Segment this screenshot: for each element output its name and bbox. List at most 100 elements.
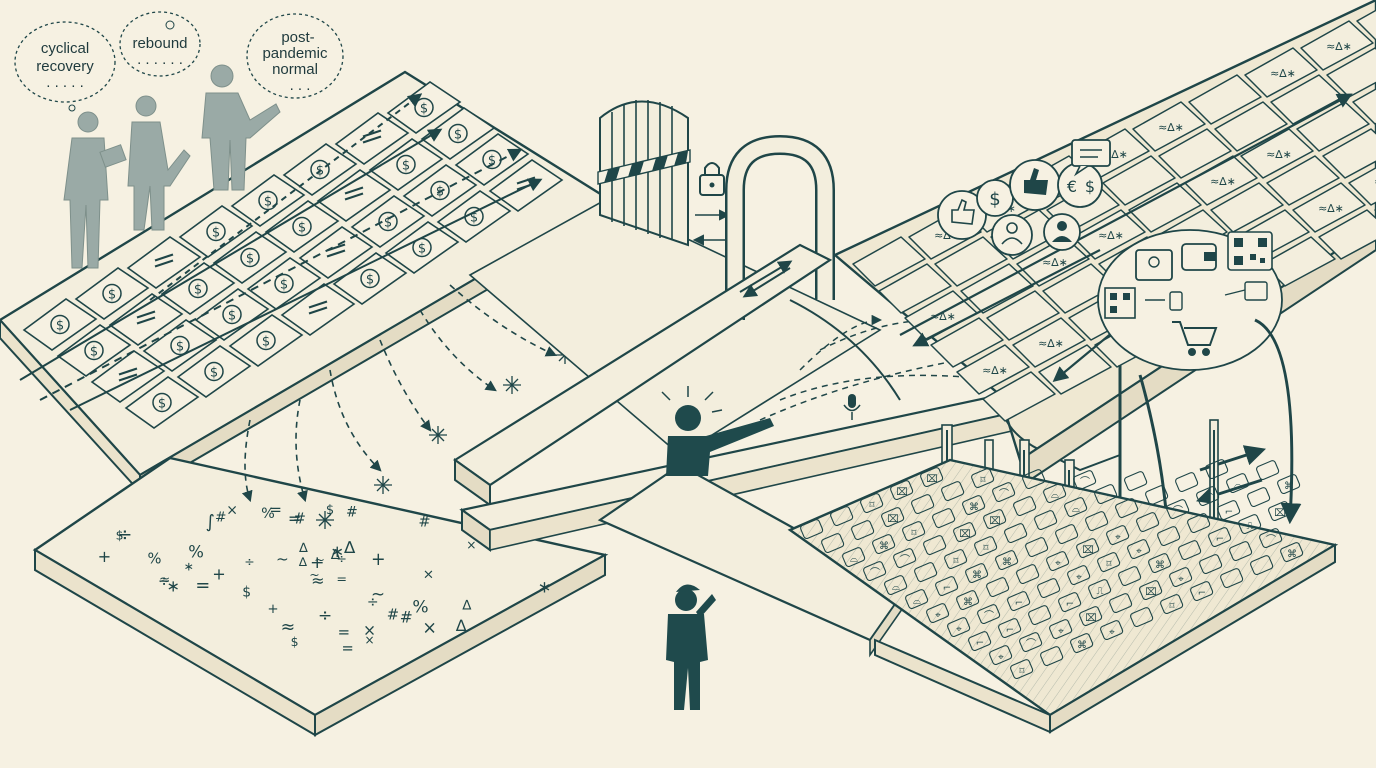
- dollar-tile: [22, 298, 98, 351]
- svg-text:∆: ∆: [461, 599, 471, 614]
- dollar-icon: [84, 340, 104, 361]
- bubble-line-3: normal: [272, 61, 318, 78]
- svg-text:≈: ≈: [311, 571, 324, 590]
- svg-text:#: #: [387, 606, 399, 623]
- svg-text:⌖: ⌖: [1076, 572, 1082, 583]
- svg-text:⌑: ⌑: [1169, 601, 1175, 612]
- svg-text:⌑: ⌑: [1019, 666, 1025, 677]
- svg-text:≈∆∗: ≈∆∗: [930, 310, 956, 323]
- svg-text:⌓: ⌓: [1234, 480, 1242, 491]
- svg-text:$: $: [366, 273, 374, 288]
- svg-text:⌓: ⌓: [913, 596, 921, 607]
- svg-text:⌓: ⌓: [1072, 504, 1080, 515]
- svg-text:÷: ÷: [336, 551, 347, 566]
- svg-text:⌐: ⌐: [1198, 588, 1206, 599]
- social-icon-cluster: $ € $: [937, 139, 1111, 256]
- svg-text:+: +: [98, 547, 112, 566]
- svg-text:⌐: ⌐: [1225, 507, 1233, 518]
- dollar-tile: [212, 231, 288, 284]
- svg-text:≈: ≈: [159, 573, 170, 588]
- svg-text:⌐: ⌐: [976, 638, 984, 649]
- svg-text:∆: ∆: [343, 538, 356, 557]
- svg-text:$: $: [470, 211, 478, 226]
- dollar-icon: [204, 361, 224, 382]
- svg-text:⌘: ⌘: [1077, 640, 1087, 651]
- svg-text:⌖: ⌖: [1109, 627, 1115, 638]
- svg-text:$: $: [264, 195, 272, 210]
- svg-text:⌓: ⌓: [892, 582, 900, 593]
- svg-text:~: ~: [371, 583, 385, 603]
- dollar-tile: [402, 164, 478, 217]
- commentator-with-tablet: [63, 111, 127, 269]
- svg-text:#: #: [418, 514, 430, 531]
- thumbs-up-icon: [951, 198, 975, 225]
- dollar-tile: [124, 376, 200, 429]
- horseshoe-arch: [725, 134, 835, 320]
- dollar-tile: [332, 252, 408, 305]
- svg-text:⌐: ⌐: [943, 583, 951, 594]
- svg-text:. . . . .: . . . . .: [46, 74, 84, 91]
- svg-text:$: $: [108, 288, 116, 303]
- chat-icon: [1071, 139, 1111, 177]
- svg-text:×: ×: [423, 567, 434, 583]
- svg-text:$: $: [326, 503, 334, 518]
- svg-text:$: $: [298, 221, 306, 236]
- svg-text:≈∆∗: ≈∆∗: [1210, 175, 1236, 188]
- svg-text:=: =: [269, 501, 282, 519]
- svg-text:⌘: ⌘: [1287, 549, 1297, 560]
- svg-text:#: #: [400, 608, 413, 626]
- svg-text:∫: ∫: [206, 512, 215, 533]
- svg-text:∗: ∗: [330, 542, 344, 561]
- dollar-tile: [176, 345, 252, 398]
- svg-text:⌘: ⌘: [972, 570, 982, 581]
- svg-text:≈∆∗: ≈∆∗: [1270, 67, 1296, 80]
- svg-text:⌖: ⌖: [1058, 626, 1064, 637]
- svg-text:⌘: ⌘: [879, 541, 889, 552]
- dollar-icon: [170, 335, 190, 356]
- dollar-icon: [378, 211, 398, 232]
- svg-text:⌧: ⌧: [1145, 587, 1157, 598]
- commentator-with-microphone: [127, 95, 191, 231]
- svg-text:$: $: [291, 634, 299, 649]
- svg-text:⌖: ⌖: [998, 652, 1004, 663]
- svg-text:$: $: [56, 319, 64, 334]
- person-bubble-2: [1043, 213, 1081, 251]
- commentator-figures: [63, 64, 281, 269]
- svg-text:∆: ∆: [298, 555, 308, 569]
- svg-text:⌒: ⌒: [1203, 492, 1213, 504]
- svg-text:⌘: ⌘: [1284, 481, 1294, 492]
- svg-text:. . . . . .: . . . . . .: [137, 51, 183, 68]
- dollar-icon: [360, 268, 380, 289]
- svg-text:$: $: [402, 159, 410, 174]
- dollar-icon: [152, 392, 172, 413]
- dollar-icon: [188, 278, 208, 299]
- svg-text:$: $: [176, 340, 184, 355]
- person-icon: [1006, 222, 1018, 234]
- svg-text:÷: ÷: [244, 554, 254, 569]
- svg-text:⌒: ⌒: [984, 610, 994, 622]
- svg-text:⌐: ⌐: [1066, 599, 1074, 610]
- wallet-icon: [1181, 243, 1217, 271]
- lock-icon: [699, 162, 725, 196]
- flow-arrows: [759, 314, 1033, 421]
- svg-text:∗: ∗: [184, 559, 194, 573]
- svg-text:≈∆∗: ≈∆∗: [1098, 229, 1124, 242]
- svg-text:⌖: ⌖: [1136, 546, 1142, 557]
- svg-text:+: +: [212, 564, 226, 583]
- svg-text:⌑: ⌑: [911, 528, 917, 539]
- svg-text:$: $: [116, 527, 124, 542]
- svg-text:⌒: ⌒: [1173, 505, 1183, 517]
- svg-text:⌒: ⌒: [1080, 476, 1090, 488]
- dollar-tile: [160, 262, 236, 315]
- symbol-scatter: =~∆=#÷=≈=∆÷=∗%∗##%÷∗×+×÷#≈+∆$%#≈$%∆÷×$∗~…: [98, 501, 552, 657]
- svg-text:$: $: [228, 309, 236, 324]
- dollar-tile: [230, 174, 306, 227]
- svg-text:⌘: ⌘: [1155, 560, 1165, 571]
- payment-icon-cluster: [1097, 229, 1283, 371]
- svg-text:$: $: [262, 335, 270, 350]
- shopping-cart-icon: [1172, 321, 1218, 356]
- svg-text:⌑: ⌑: [980, 475, 986, 486]
- svg-text:×: ×: [226, 503, 238, 519]
- dollar-icon: [222, 304, 242, 325]
